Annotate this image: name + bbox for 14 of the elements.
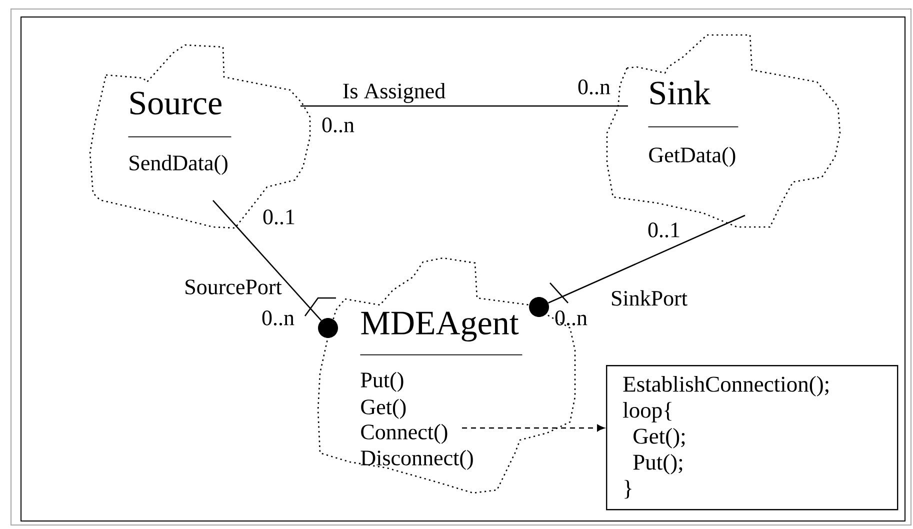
port-dot (529, 297, 549, 317)
edge-label: SinkPort (612, 290, 688, 306)
multiplicity-label: 0..n (322, 118, 354, 132)
edge-label: Is Assigned (343, 83, 446, 103)
connector-line (548, 214, 746, 304)
edge-label: SourcePort (186, 280, 282, 294)
connector-line (212, 200, 337, 322)
multiplicity-label: 0..n (555, 310, 588, 326)
multiplicity-label: 0..n (262, 310, 294, 326)
code-box: EstablishConnection(); loop{ Get(); Put(); } (606, 364, 898, 510)
multiplicity-label: 0..1 (263, 210, 294, 224)
port-dot (318, 318, 338, 338)
connector-line (462, 424, 604, 432)
connector-line (300, 105, 628, 107)
